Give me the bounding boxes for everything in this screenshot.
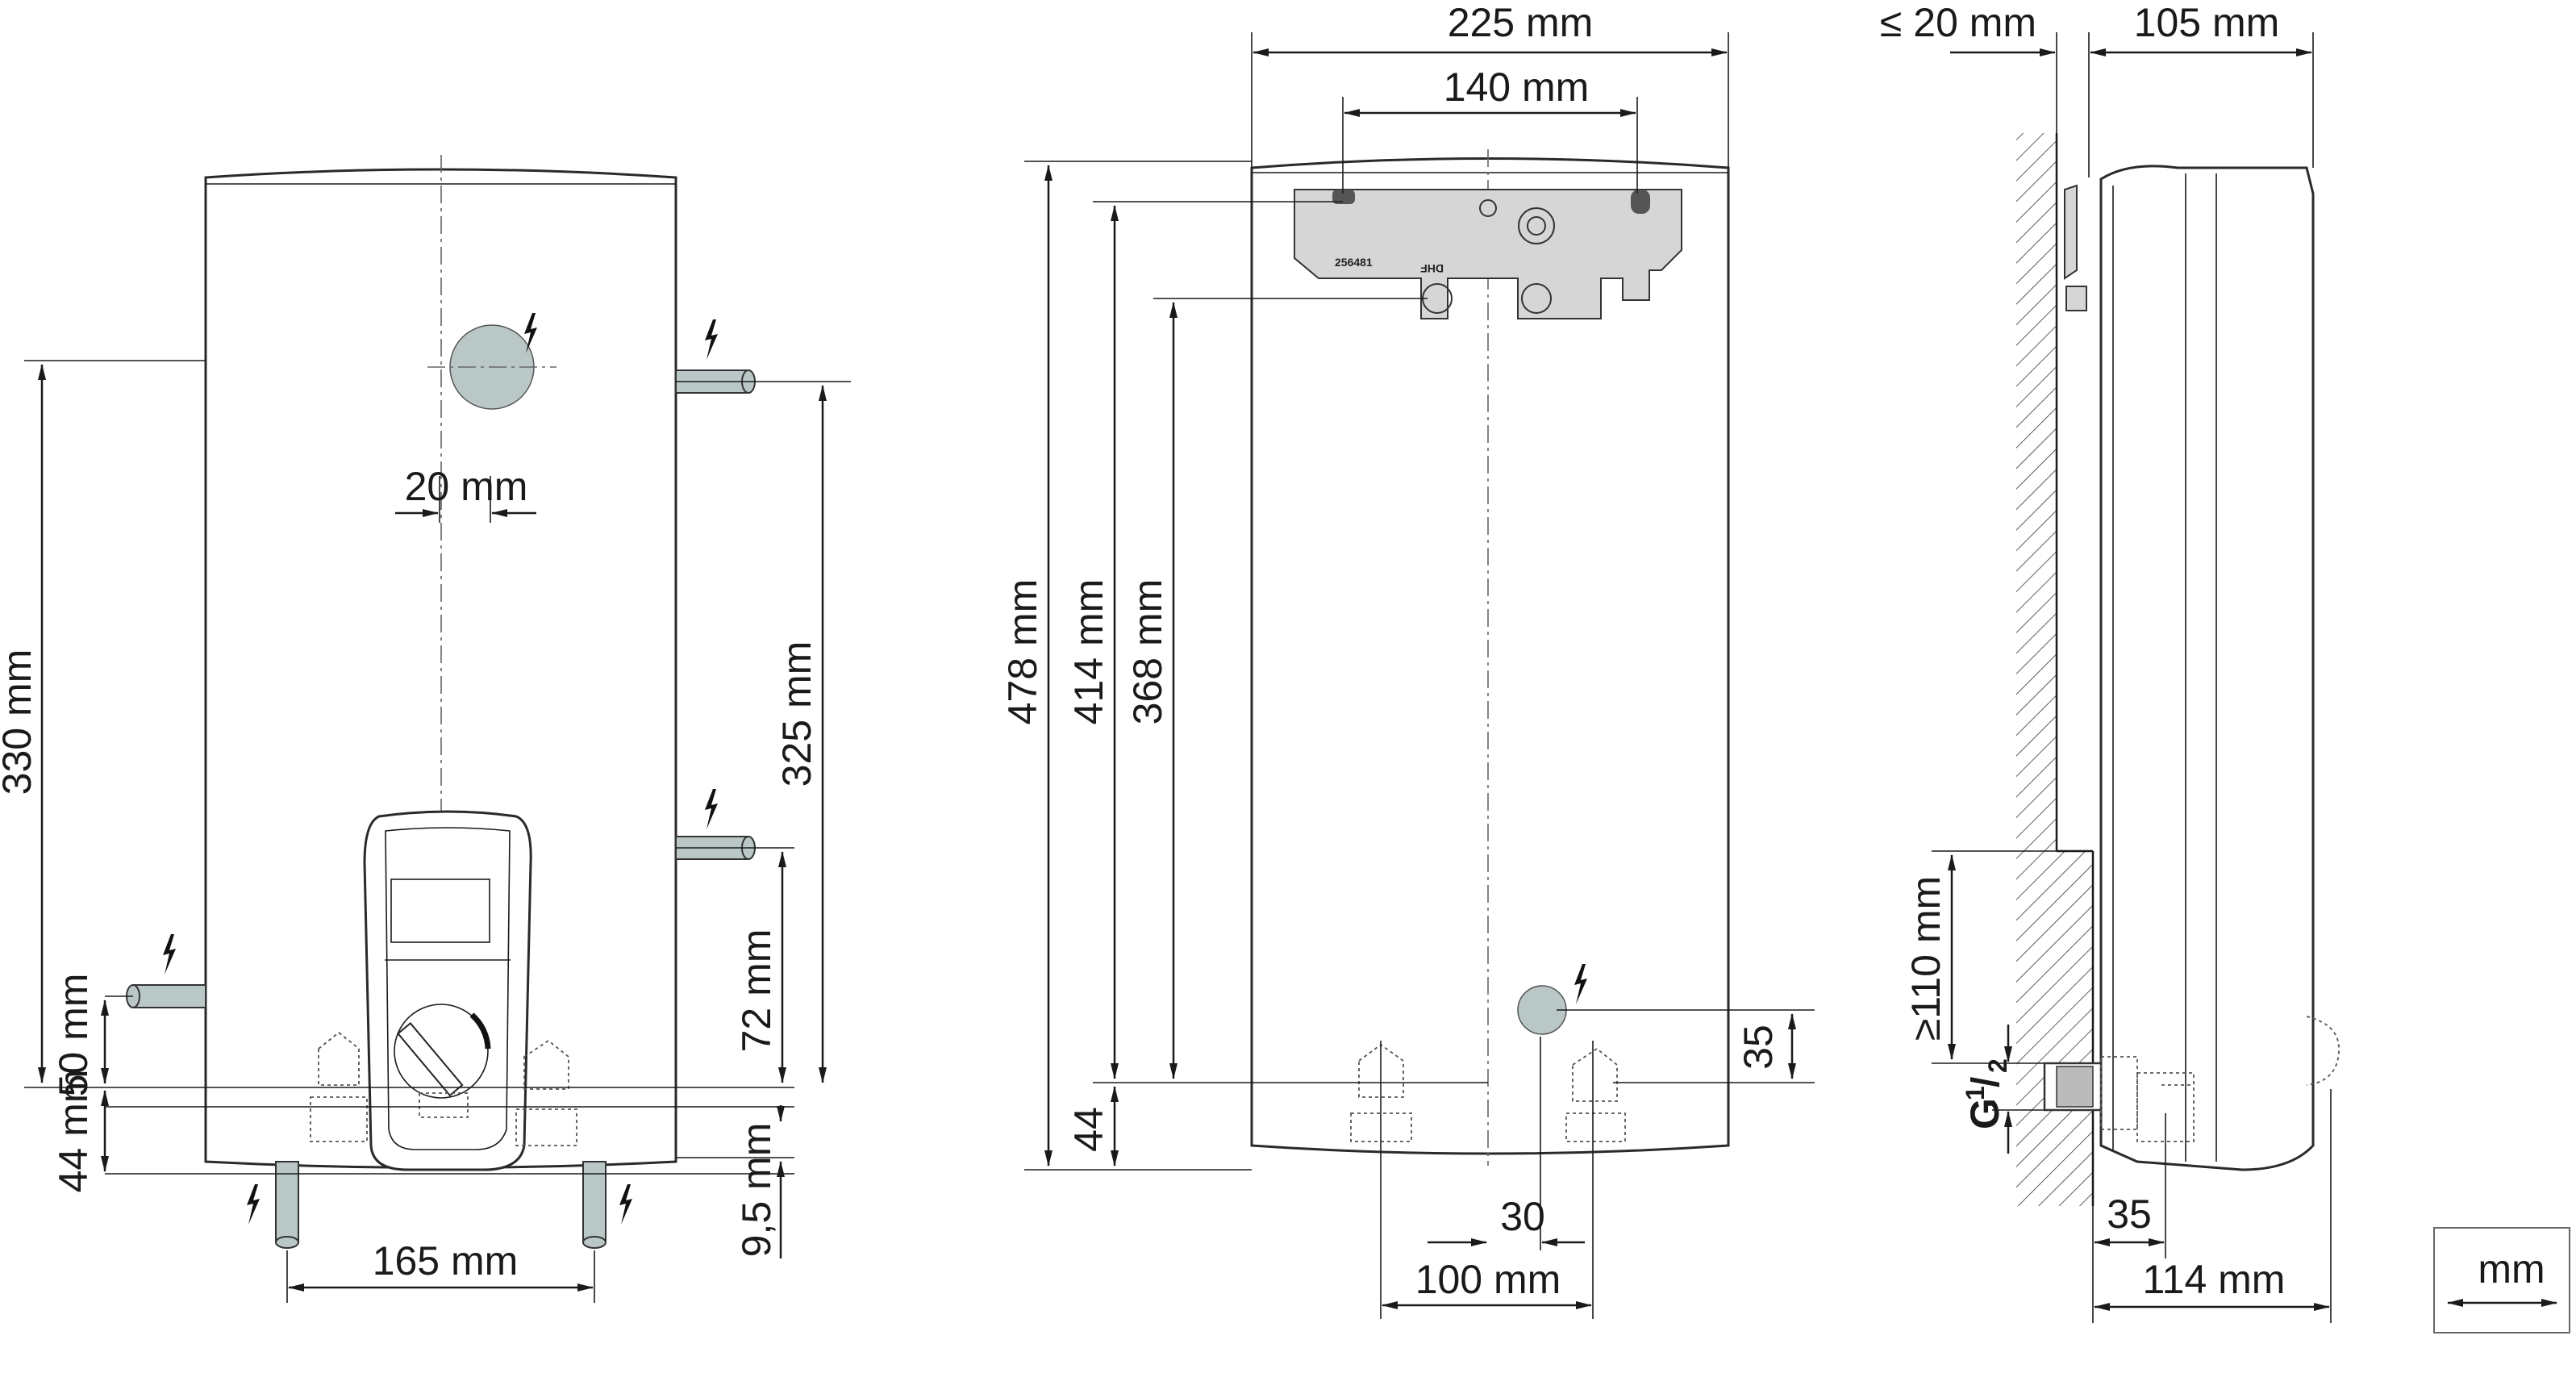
dim-side-35: 35 — [2107, 1192, 2152, 1237]
dim-side-110: ≥110 mm — [1903, 876, 1949, 1041]
control-panel — [363, 810, 532, 1171]
pipe-left — [132, 984, 206, 1008]
dim-front-9-5: 9,5 mm — [734, 1123, 779, 1258]
dim-side-114: 114 mm — [2143, 1257, 2286, 1302]
electric-symbol-icon — [247, 1184, 260, 1225]
unit-label: mm — [2478, 1246, 2545, 1292]
thread-size-label: G 1 / 2 — [1961, 1058, 2012, 1129]
dim-side-20: ≤ 20 mm — [1880, 0, 2036, 45]
side-view: ≤ 20 mm 105 mm ≥110 mm G 1 / 2 35 114 mm — [1880, 0, 2340, 1323]
svg-text:/: / — [1965, 1077, 2007, 1087]
front-view: 330 mm 325 mm 20 mm 72 mm 9,5 mm 50 mm 4… — [0, 155, 851, 1303]
dim-front-325: 325 mm — [774, 641, 819, 787]
unit-legend: mm — [2433, 1227, 2570, 1333]
side-housing — [2099, 165, 2315, 1171]
pipe-bottom-right — [582, 1161, 606, 1243]
electric-symbol-icon — [619, 1184, 632, 1225]
svg-text:1: 1 — [1961, 1086, 1990, 1100]
dim-front-72: 72 mm — [734, 929, 779, 1053]
dim-rear-44: 44 — [1066, 1107, 1111, 1152]
dim-rear-30: 30 — [1500, 1194, 1545, 1239]
dim-rear-478: 478 mm — [1000, 579, 1045, 725]
dim-side-105: 105 mm — [2134, 0, 2280, 45]
dim-front-50: 50 mm — [51, 974, 96, 1097]
svg-text:2: 2 — [1983, 1058, 2012, 1073]
dim-front-165: 165 mm — [373, 1238, 519, 1283]
bracket-label-1: 256481 — [1335, 256, 1373, 269]
bracket-label-2: DHF — [1420, 262, 1444, 275]
rear-view: 256481 DHF 225 mm 140 mm 478 mm 414 mm 3… — [1000, 0, 1815, 1319]
rear-housing — [1250, 157, 1730, 1155]
mounting-bracket — [1294, 189, 1682, 319]
dim-front-330: 330 mm — [0, 649, 40, 795]
electric-symbol-icon — [705, 789, 718, 829]
dim-rear-35: 35 — [1736, 1025, 1781, 1070]
control-display — [390, 879, 490, 943]
electric-symbol-icon — [705, 319, 718, 360]
dim-rear-368: 368 mm — [1125, 579, 1170, 725]
dim-rear-100: 100 mm — [1415, 1257, 1561, 1302]
dim-rear-414: 414 mm — [1066, 579, 1111, 725]
dim-rear-140: 140 mm — [1444, 65, 1590, 110]
electric-symbol-icon — [163, 934, 176, 975]
svg-text:G: G — [1962, 1098, 2007, 1129]
dim-front-20: 20 mm — [405, 464, 528, 509]
control-knob — [394, 1004, 489, 1099]
dim-front-44: 44 mm — [51, 1070, 96, 1193]
dim-rear-225: 225 mm — [1448, 0, 1594, 45]
